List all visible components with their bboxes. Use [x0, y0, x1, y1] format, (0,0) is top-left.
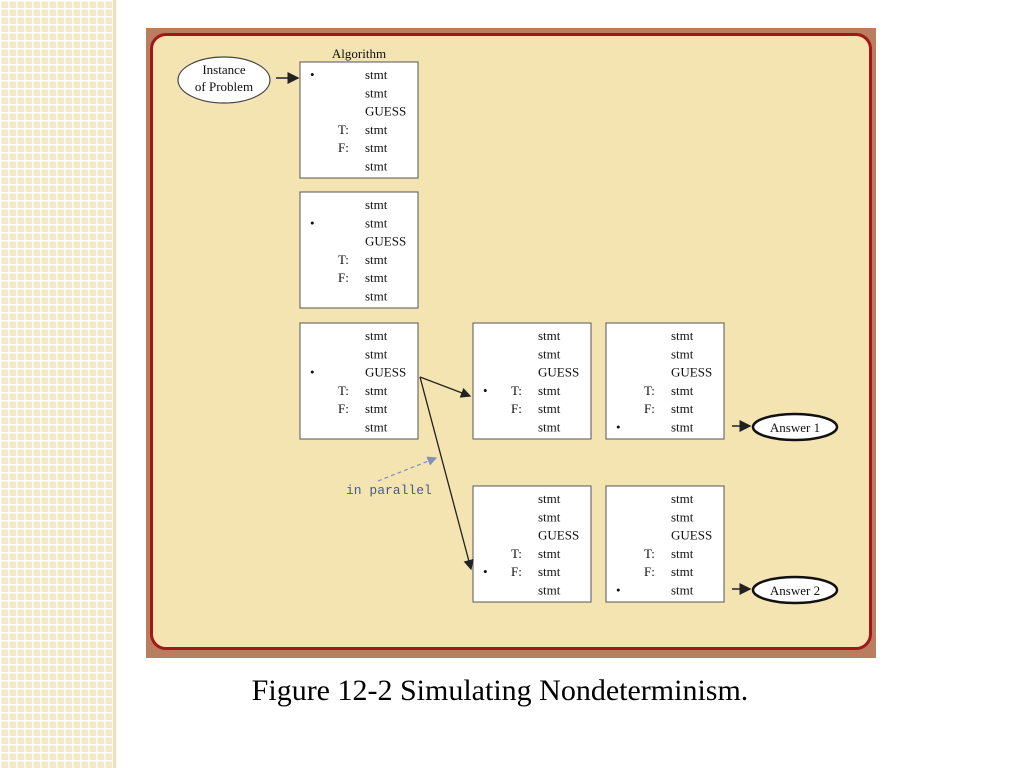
program-line: stmt: [538, 564, 561, 579]
branch-prefix: T:: [644, 546, 655, 561]
nondeterminism-diagram: Algorithm Instance of Problem stmtstmtGU…: [177, 46, 839, 605]
figure-caption: Figure 12-2 Simulating Nondeterminism.: [251, 674, 749, 707]
answer2-label: Answer 2: [770, 583, 820, 598]
branch-prefix: F:: [644, 564, 655, 579]
execution-marker: •: [310, 67, 315, 82]
program-line: stmt: [365, 67, 388, 82]
branch-prefix: T:: [511, 546, 522, 561]
program-line: stmt: [365, 159, 388, 174]
execution-marker: •: [310, 215, 315, 230]
answer2-node: [751, 575, 839, 605]
branch-prefix: T:: [338, 383, 349, 398]
program-line: stmt: [538, 328, 561, 343]
program-line: stmt: [671, 509, 694, 524]
program-line: stmt: [671, 564, 694, 579]
program-line: stmt: [365, 270, 388, 285]
execution-marker: •: [616, 583, 621, 598]
program-line: stmt: [538, 383, 561, 398]
parallel-pointer-arrow: [377, 456, 438, 482]
program-line: stmt: [671, 583, 694, 598]
instance-label-line1: Instance: [202, 62, 246, 77]
program-line: stmt: [538, 420, 561, 435]
program-line: stmt: [671, 346, 694, 361]
program-line: GUESS: [671, 365, 712, 380]
program-line: stmt: [538, 346, 561, 361]
branch-prefix: F:: [511, 401, 522, 416]
branch-prefix: F:: [338, 270, 349, 285]
program-line: stmt: [671, 328, 694, 343]
sidebar-edge: [113, 0, 116, 768]
execution-marker: •: [483, 564, 488, 579]
branch-prefix: T:: [338, 252, 349, 267]
program-line: stmt: [365, 140, 388, 155]
answer1-label: Answer 1: [770, 420, 820, 435]
program-line: GUESS: [365, 104, 406, 119]
branch-prefix: F:: [338, 140, 349, 155]
execution-marker: •: [616, 420, 621, 435]
execution-marker: •: [310, 365, 315, 380]
program-line: stmt: [365, 289, 388, 304]
instance-label-line2: of Problem: [195, 79, 253, 94]
program-line: stmt: [365, 383, 388, 398]
program-line: stmt: [538, 583, 561, 598]
program-line: GUESS: [671, 528, 712, 543]
branch-prefix: T:: [511, 383, 522, 398]
program-line: stmt: [538, 509, 561, 524]
program-line: stmt: [365, 401, 388, 416]
program-line: stmt: [671, 491, 694, 506]
program-box-frame: [605, 485, 725, 603]
branch-prefix: T:: [338, 122, 349, 137]
program-line: stmt: [671, 420, 694, 435]
program-line: stmt: [671, 383, 694, 398]
program-line: stmt: [538, 546, 561, 561]
execution-marker: •: [483, 383, 488, 398]
program-box-frame: [299, 61, 419, 179]
false-branch-arrow: [419, 376, 474, 571]
branch-prefix: F:: [644, 401, 655, 416]
program-line: stmt: [365, 346, 388, 361]
program-line: stmt: [365, 85, 388, 100]
program-box-frame: [472, 485, 592, 603]
program-line: GUESS: [538, 365, 579, 380]
program-box-frame: [299, 191, 419, 309]
program-line: stmt: [365, 197, 388, 212]
program-line: GUESS: [365, 365, 406, 380]
program-line: GUESS: [538, 528, 579, 543]
branch-prefix: F:: [338, 401, 349, 416]
program-line: stmt: [365, 328, 388, 343]
program-line: stmt: [538, 491, 561, 506]
branch-prefix: F:: [511, 564, 522, 579]
program-box-frame: [605, 322, 725, 440]
program-line: stmt: [365, 215, 388, 230]
program-line: stmt: [365, 122, 388, 137]
program-line: stmt: [538, 401, 561, 416]
program-line: GUESS: [365, 234, 406, 249]
program-box-frame: [472, 322, 592, 440]
program-line: stmt: [365, 252, 388, 267]
program-box-frame: [299, 322, 419, 440]
branch-prefix: T:: [644, 383, 655, 398]
program-line: stmt: [671, 546, 694, 561]
program-line: stmt: [365, 420, 388, 435]
program-line: stmt: [671, 401, 694, 416]
answer1-node: [751, 412, 839, 442]
parallel-label: in parallel: [346, 483, 432, 498]
instance-node: [177, 56, 271, 104]
algorithm-label: Algorithm: [332, 46, 386, 61]
program-boxes: stmtstmtGUESST:stmtF:stmtstmt•stmtstmtGU…: [299, 61, 725, 603]
decorative-sidebar: [0, 0, 113, 768]
true-branch-arrow: [419, 376, 472, 398]
